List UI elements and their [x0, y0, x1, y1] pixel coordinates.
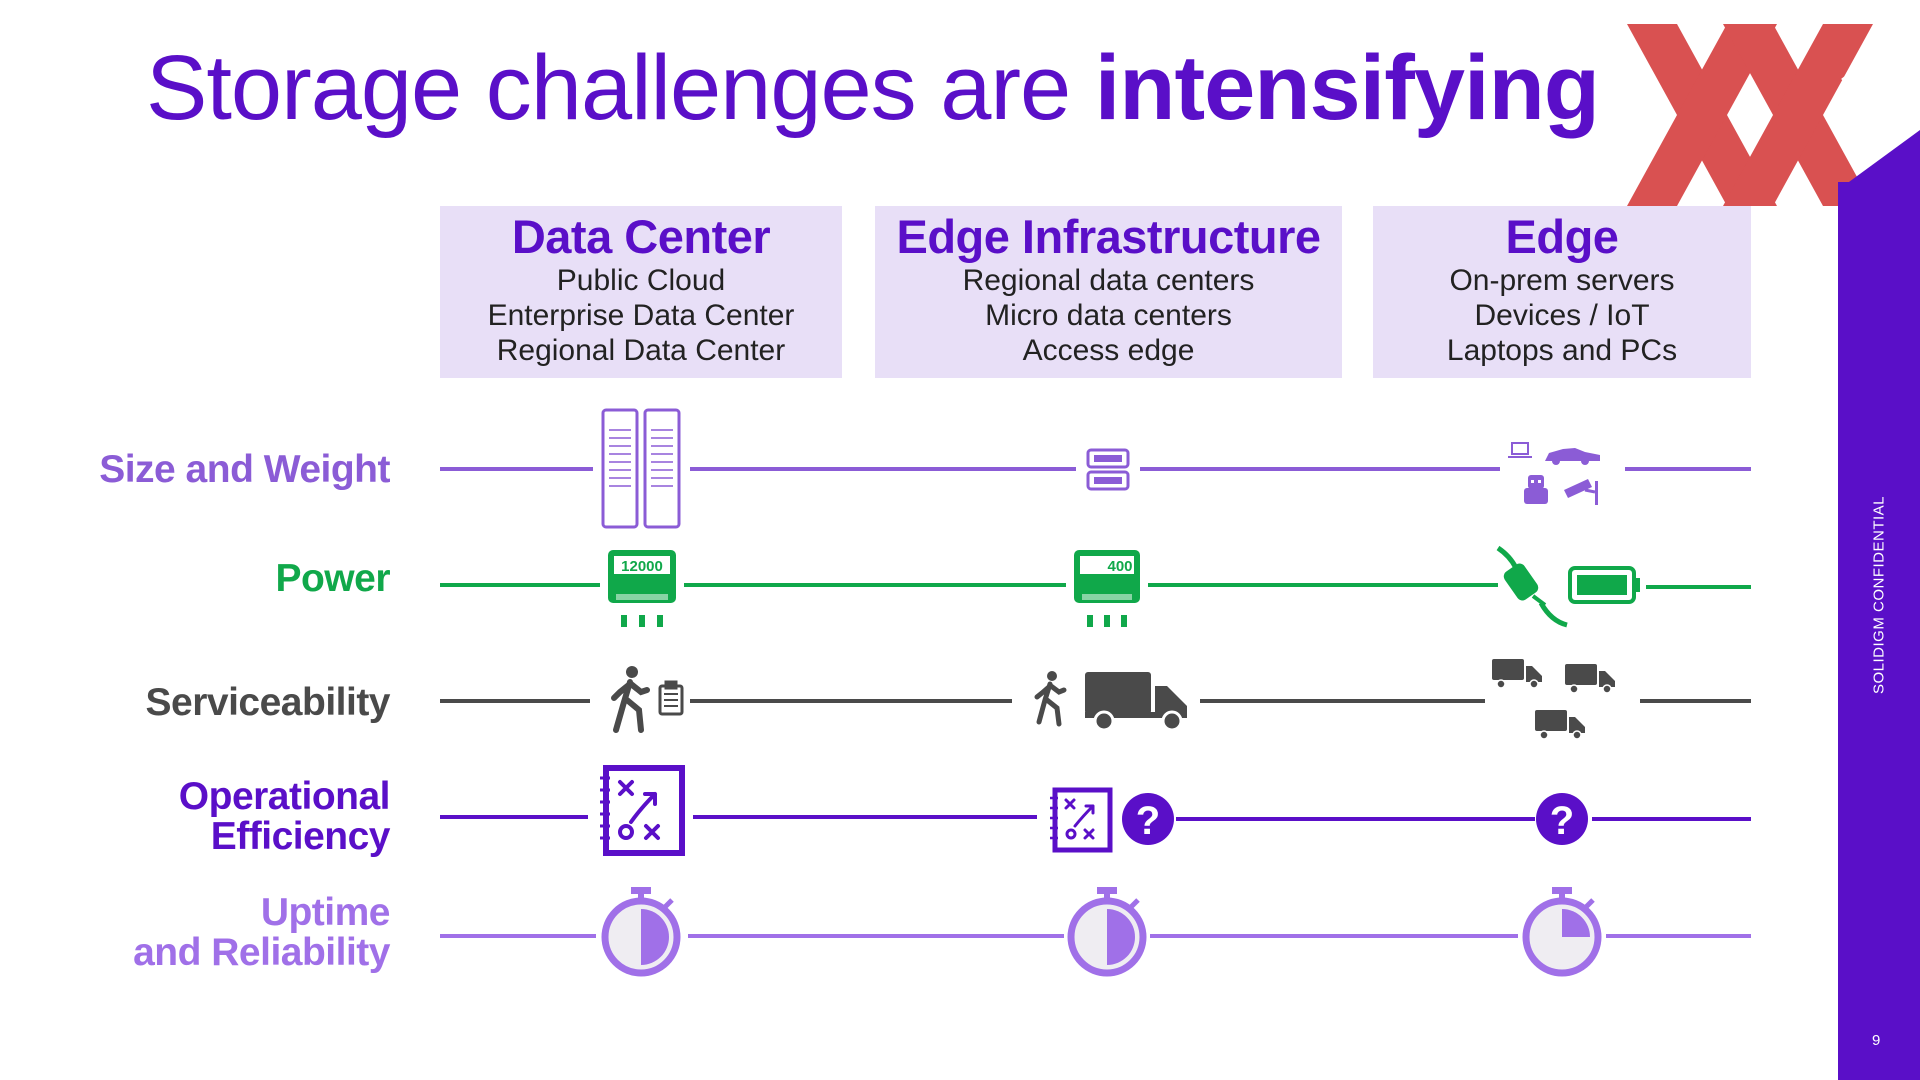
truck-icon: [1492, 659, 1542, 689]
column-line: Public Cloud: [556, 263, 726, 297]
laptop-icon: [1508, 442, 1532, 458]
slide-title: Storage challenges are intensifying: [146, 37, 1600, 139]
row-label-uptime-reliability: Uptime and Reliability: [133, 891, 390, 974]
column-line: Regional data centers: [962, 263, 1255, 297]
truck-icon: [1085, 672, 1187, 732]
question-icon: ?: [1536, 793, 1588, 845]
strategy-notebook-icon: [1050, 787, 1113, 853]
row-line-power: [440, 583, 1751, 589]
sidebar-band: [1838, 182, 1920, 1080]
row-line-operational-efficiency: [440, 815, 1751, 821]
car-icon: [1545, 448, 1600, 465]
column-title: Data Center: [511, 210, 771, 263]
row-label-operational-efficiency: Operational Efficiency: [178, 775, 391, 858]
server-rack-icon: [601, 408, 681, 529]
column-header-edge-infrastructure: Edge Infrastructure Regional data center…: [875, 206, 1342, 378]
walking-person-icon: [611, 666, 650, 733]
strategy-notebook-icon: [600, 765, 685, 856]
page-number: 9: [1872, 1032, 1881, 1049]
power-meter-icon: 400: [1074, 550, 1140, 627]
clipboard-icon: [658, 680, 684, 716]
stopwatch-icon: [1522, 887, 1602, 977]
title-regular: Storage challenges are: [146, 37, 1095, 139]
svg-text:?: ?: [1550, 799, 1574, 843]
security-camera-icon: [1564, 479, 1598, 505]
brand-logo: [1627, 24, 1901, 206]
stopwatch-icon: [1067, 887, 1147, 977]
column-line: Access edge: [1022, 333, 1195, 367]
truck-icon: [1565, 664, 1615, 694]
column-title: Edge: [1505, 210, 1619, 263]
power-reading-data-center: 12000: [621, 558, 663, 575]
column-line: Devices / IoT: [1474, 298, 1650, 332]
sidebar-corner: [1838, 130, 1920, 190]
power-meter-icon: 12000: [608, 550, 676, 627]
column-line: Regional Data Center: [496, 333, 786, 367]
stopwatch-icon: [601, 887, 681, 977]
server-unit-icon: [1086, 448, 1130, 491]
column-line: Laptops and PCs: [1446, 333, 1678, 367]
column-header-data-center: Data Center Public Cloud Enterprise Data…: [440, 206, 842, 378]
svg-text:?: ?: [1136, 799, 1160, 843]
question-icon: ?: [1122, 793, 1174, 845]
column-header-edge: Edge On-prem servers Devices / IoT Lapto…: [1373, 206, 1751, 378]
column-line: Micro data centers: [985, 298, 1232, 332]
walking-person-icon: [1034, 671, 1067, 727]
plug-icon: [1496, 545, 1568, 628]
power-reading-edge-infrastructure: 400: [1107, 558, 1132, 575]
row-label-size-weight: Size and Weight: [99, 448, 390, 491]
row-label-serviceability: Serviceability: [145, 681, 391, 724]
truck-icon: [1535, 710, 1585, 740]
logo-mark-icon: [1841, 57, 1901, 118]
robot-icon: [1524, 475, 1548, 504]
title-bold: intensifying: [1094, 37, 1600, 139]
column-line: Enterprise Data Center: [487, 298, 795, 332]
battery-icon: [1568, 566, 1640, 604]
column-line: On-prem servers: [1449, 263, 1675, 297]
column-title: Edge Infrastructure: [896, 210, 1321, 263]
row-label-power: Power: [275, 557, 390, 600]
